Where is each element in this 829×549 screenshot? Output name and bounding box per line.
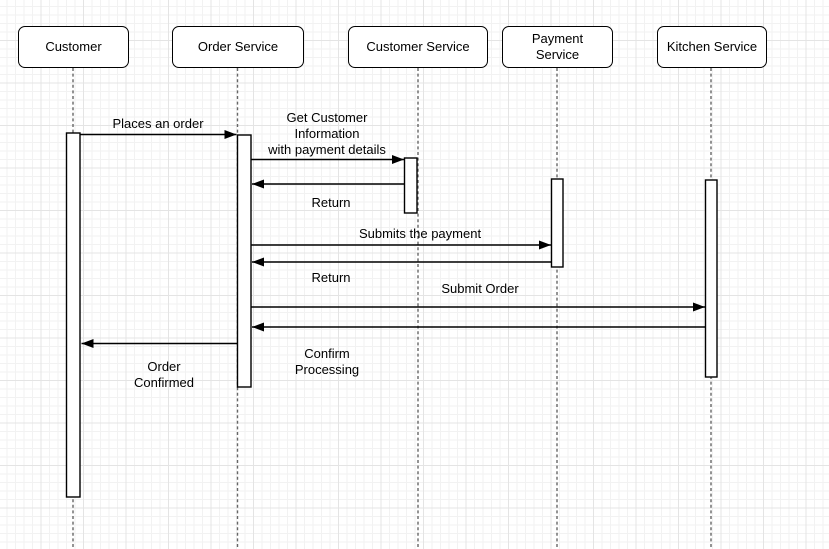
message-label-submits-the-payment[interactable]: Submits the payment	[358, 226, 482, 241]
participant-label: Payment Service	[531, 31, 584, 62]
participant-kitchen-service[interactable]: Kitchen Service	[657, 26, 767, 68]
participant-label: Kitchen Service	[666, 39, 758, 54]
participant-order-service[interactable]: Order Service	[172, 26, 304, 68]
message-label-order-confirmed[interactable]: Order Confirmed	[134, 359, 194, 390]
activation-order-service[interactable]	[236, 134, 252, 388]
message-label-confirm-processing[interactable]: Confirm Processing	[294, 346, 360, 377]
participant-label: Customer	[45, 39, 102, 54]
message-label-places-an-order[interactable]: Places an order	[112, 116, 204, 131]
message-label-return-customer-service[interactable]: Return	[311, 195, 351, 210]
activation-kitchen-service[interactable]	[704, 179, 718, 378]
participant-payment-service[interactable]: Payment Service	[502, 26, 613, 68]
activation-customer[interactable]	[65, 132, 81, 498]
participant-label: Order Service	[197, 39, 279, 54]
participant-customer-service[interactable]: Customer Service	[348, 26, 488, 68]
message-label-return-payment-service[interactable]: Return	[311, 270, 351, 285]
activation-customer-service[interactable]	[403, 157, 418, 214]
message-label-get-customer-information[interactable]: Get Customer Information with payment de…	[268, 110, 386, 157]
participant-customer[interactable]: Customer	[18, 26, 129, 68]
message-label-submit-order[interactable]: Submit Order	[441, 281, 519, 296]
participant-label: Customer Service	[366, 39, 470, 54]
activation-payment-service[interactable]	[550, 178, 564, 268]
